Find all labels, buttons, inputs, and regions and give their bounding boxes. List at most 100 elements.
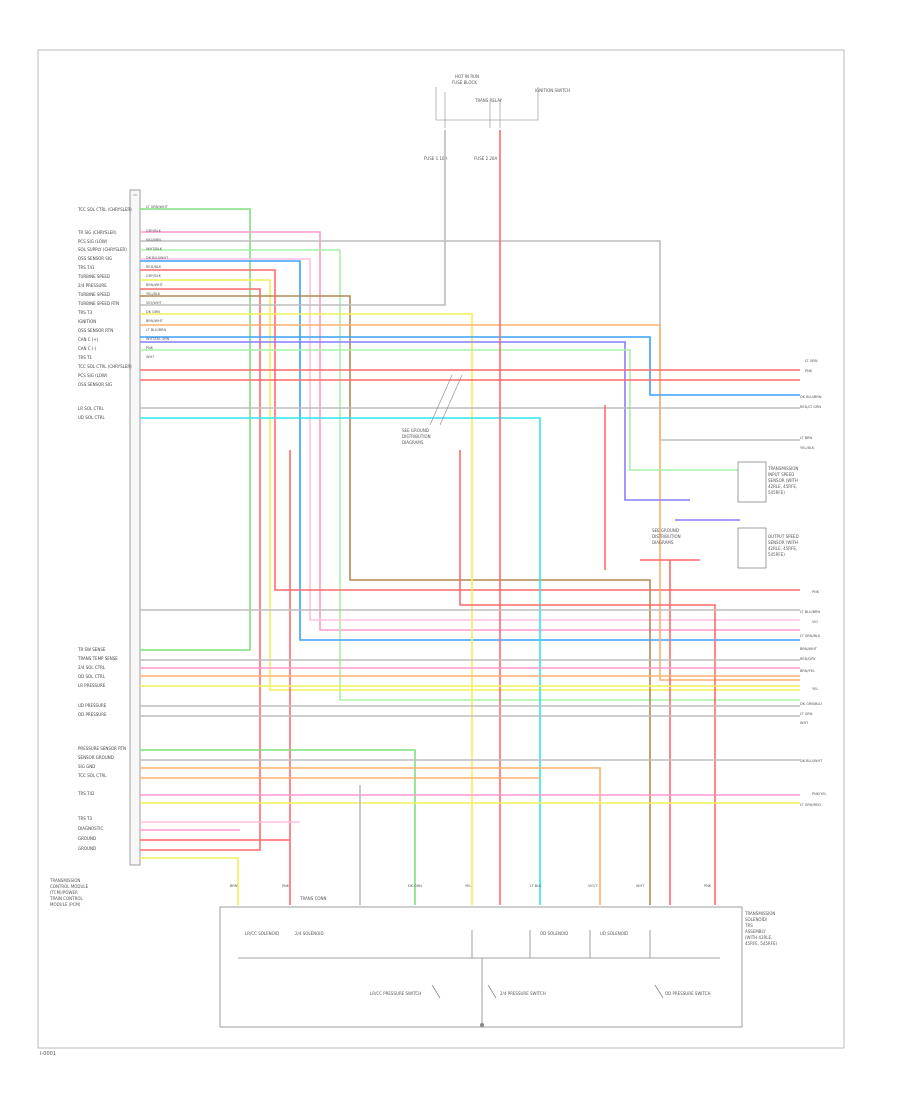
svg-text:TRS T3: TRS T3 [77,310,92,315]
svg-text:BRN/WHT: BRN/WHT [146,283,164,287]
svg-text:PCS SIG (LOW): PCS SIG (LOW) [78,239,108,244]
wire-gray-2 [140,240,800,441]
diagram-frame [37,49,845,1049]
svg-text:TR SIG (CHRYSLER): TR SIG (CHRYSLER) [77,230,117,235]
svg-text:PCS SIG (LOW): PCS SIG (LOW) [78,373,108,378]
svg-text:2/4 PRESSURE SWITCH: 2/4 PRESSURE SWITCH [500,991,546,996]
svg-text:45RFE, 545RFE): 45RFE, 545RFE) [745,941,777,946]
input-speed-sensor: TRANSMISSION INPUT SPEED SENSOR (WITH 42… [737,461,798,503]
svg-text:CAN C (+): CAN C (+) [78,337,99,342]
svg-text:YEL: YEL [465,884,471,888]
svg-text:TRANS CONN: TRANS CONN [299,896,327,901]
pcm-title: TRANSMISSION CONTROL MODULE (TCM)/POWER … [49,878,89,907]
svg-text:OSS SENSOR SIG: OSS SENSOR SIG [78,256,112,261]
svg-text:FUSE 2 20A: FUSE 2 20A [474,156,497,161]
svg-text:WHT: WHT [146,355,155,359]
wire-red-8 [140,288,261,851]
svg-text:TRAIN CONTROL: TRAIN CONTROL [49,896,84,901]
svg-text:TRS: TRS [744,923,753,928]
svg-text:DIAGNOSTIC: DIAGNOSTIC [78,826,103,831]
svg-text:PNK: PNK [282,884,290,888]
svg-text:BRN: BRN [230,884,238,888]
svg-text:DISTRIBUTION: DISTRIBUTION [652,534,681,539]
svg-text:FUSE 1 10A: FUSE 1 10A [424,156,447,161]
svg-text:PNK: PNK [812,590,820,594]
svg-text:RED/GRY: RED/GRY [800,657,816,661]
svg-text:LT GRN: LT GRN [800,712,813,716]
svg-text:(TCM)/POWER: (TCM)/POWER [50,890,78,895]
svg-text:42RLE, 45RFE,: 42RLE, 45RFE, [768,546,797,551]
diagram-id: I-0001 [40,1051,56,1057]
svg-text:BRN/YEL: BRN/YEL [800,669,815,673]
left-wire-labels: LT GRN/WHT GRY/BLK VIO/BRN WHT/BLK DK BL… [146,205,170,359]
svg-text:DK BLU/BRN: DK BLU/BRN [800,395,822,399]
wire-orange-35 [140,767,601,905]
svg-text:INPUT SPEED: INPUT SPEED [768,472,794,477]
svg-text:GROUND: GROUND [78,846,96,851]
svg-text:WHT/BLK: WHT/BLK [146,247,163,251]
wire-cyan-19 [140,417,541,905]
svg-text:2/4 SOLENOID: 2/4 SOLENOID [295,931,324,936]
svg-text:LT BLU: LT BLU [530,884,542,888]
svg-text:BRN/WHT: BRN/WHT [146,319,164,323]
svg-text:DK BLU/WHT: DK BLU/WHT [800,759,823,763]
wire-blue-5 [140,260,800,641]
svg-text:DK GRN: DK GRN [408,884,422,888]
svg-text:VIO/T: VIO/T [588,884,598,888]
svg-text:OD SOLENOID: OD SOLENOID [540,931,568,936]
svg-text:PNK: PNK [704,884,712,888]
svg-text:DIAGRAMS: DIAGRAMS [402,440,424,445]
svg-text:GROUND: GROUND [78,836,96,841]
svg-text:TCC SOL CTRL: TCC SOL CTRL [77,773,107,778]
svg-text:SENSOR (WITH: SENSOR (WITH [768,478,798,483]
svg-text:UD PRESSURE: UD PRESSURE [78,703,107,708]
svg-text:TRS T3: TRS T3 [77,816,92,821]
svg-text:DK BLU/WHT: DK BLU/WHT [146,256,169,260]
pcm-connector [129,189,141,866]
wire-red-6 [140,269,800,591]
svg-text:SIG GND: SIG GND [78,764,95,769]
svg-text:YEL/BLK: YEL/BLK [146,292,161,296]
splice-note: SEE GROUND DISTRIBUTION DIAGRAMS [402,374,463,445]
svg-text:RED/LT GRN: RED/LT GRN [800,405,821,409]
wire-yellow-11 [140,313,473,905]
svg-text:TURBINE SPEED: TURBINE SPEED [77,292,110,297]
svg-text:SOL SUPPLY (CHRYSLER): SOL SUPPLY (CHRYSLER) [78,247,127,252]
solenoid-assembly: TRANSMISSION SOLENOID/ TRS ASSEMBLY (WIT… [219,896,777,1028]
svg-text:TRANS TEMP SENSE: TRANS TEMP SENSE [77,656,118,661]
svg-text:DK GRN/BLU: DK GRN/BLU [800,702,822,706]
svg-text:YEL: YEL [812,687,818,691]
svg-text:LR PRESSURE: LR PRESSURE [78,683,106,688]
svg-text:LR SOL CTRL: LR SOL CTRL [78,406,104,411]
svg-text:OSS SENSOR RTN: OSS SENSOR RTN [78,328,113,333]
svg-text:TRANSMISSION: TRANSMISSION [49,878,80,883]
svg-text:IGNITION: IGNITION [78,319,96,324]
svg-text:CAN C (-): CAN C (-) [78,346,97,351]
wire-green-0 [140,208,251,651]
svg-text:SENSOR (WITH: SENSOR (WITH [768,540,798,545]
svg-text:TURBINE SPEED RTN: TURBINE SPEED RTN [77,301,119,306]
svg-text:WHT/DK GRN: WHT/DK GRN [146,337,170,341]
wires [140,130,800,905]
svg-text:RED/BLK: RED/BLK [146,265,162,269]
svg-text:TRANS RELAY: TRANS RELAY [474,98,503,103]
wire-yellow-7 [140,279,800,691]
wire-lightgreen-3 [140,249,800,701]
svg-text:OD PRESSURE: OD PRESSURE [78,712,107,717]
svg-text:UD SOL CTRL: UD SOL CTRL [78,415,105,420]
svg-text:(WITH 42RLE,: (WITH 42RLE, [745,935,772,940]
wire-purple-14 [140,341,690,501]
wire-orange-12 [140,324,800,681]
wire-blue-13 [140,336,800,396]
svg-text:LT GRN/RED: LT GRN/RED [800,803,821,807]
svg-text:LT BRN: LT BRN [800,436,813,440]
svg-text:LT BLU/BRN: LT BLU/BRN [146,328,166,332]
bottom-wire-labels: BRN PNK DK GRN YEL LT BLU VIO/T WHT PNK [230,884,712,888]
svg-text:WHT: WHT [800,721,809,725]
wire-red-22 [459,450,716,905]
wire-green-33 [140,749,416,905]
svg-text:VIO/BRN: VIO/BRN [146,238,161,242]
wire-lightgreen-15 [140,349,740,471]
svg-text:TRANSMISSION: TRANSMISSION [767,466,798,471]
svg-text:LT BLU/BRN: LT BLU/BRN [800,610,820,614]
